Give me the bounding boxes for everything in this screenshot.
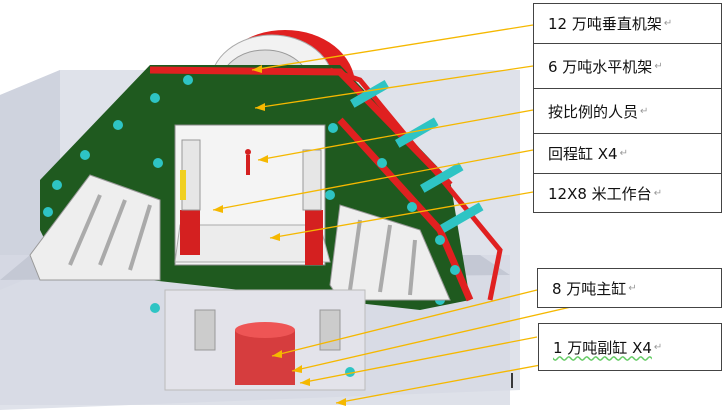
label-scale-person: 按比例的人员↵: [533, 88, 722, 134]
label-text: 12X8 米工作台: [548, 184, 652, 203]
label-text: 按比例的人员: [548, 102, 639, 121]
label-aux-cylinder: 1 万吨副缸 X4↵: [538, 323, 722, 371]
label-text: 6 万吨水平机架: [548, 57, 653, 76]
scale-person: [246, 155, 250, 175]
label-text: 1 万吨副缸 X4: [553, 338, 652, 357]
paragraph-mark: ↵: [653, 341, 663, 353]
label-text: 12 万吨垂直机架: [548, 15, 662, 33]
label-text: 回程缸 X4: [548, 145, 618, 163]
label-main-cylinder: 8 万吨主缸↵: [537, 268, 722, 308]
leader-lines: [212, 24, 611, 404]
label-text: 8 万吨主缸: [552, 279, 627, 298]
label-worktable: 12X8 米工作台↵: [533, 173, 722, 213]
label-return-cylinder: 回程缸 X4↵: [533, 133, 722, 174]
paragraph-mark: ↵: [653, 187, 663, 199]
paragraph-mark: ↵: [640, 105, 649, 117]
label-horizontal-frame: 6 万吨水平机架↵: [533, 43, 722, 89]
paragraph-mark: ↵: [663, 18, 673, 29]
label-vertical-frame: 12 万吨垂直机架↵: [533, 3, 722, 44]
paragraph-mark: ↵: [619, 148, 628, 159]
paragraph-mark: ↵: [654, 60, 663, 72]
paragraph-mark: ↵: [628, 282, 637, 294]
